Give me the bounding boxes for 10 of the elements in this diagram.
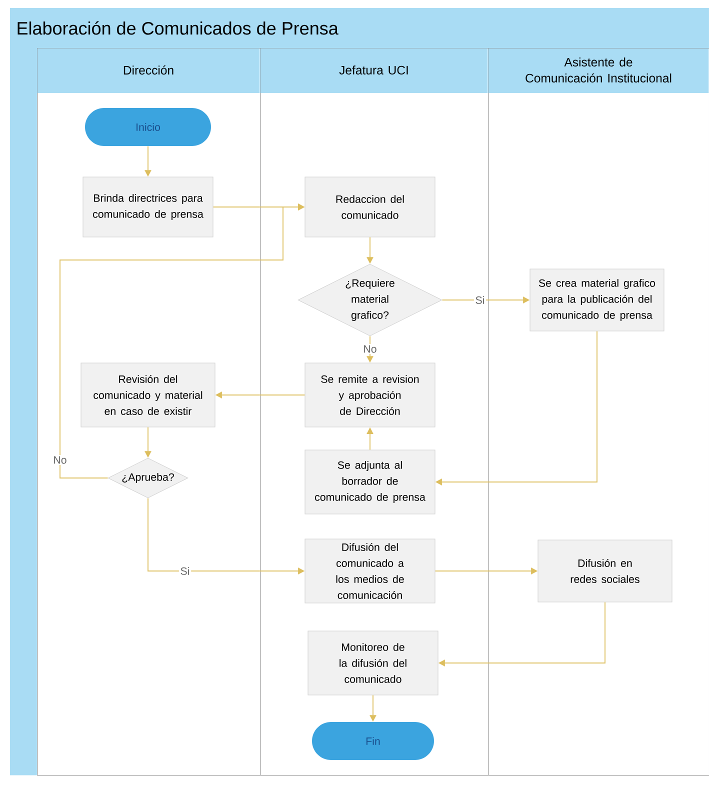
process-box: Monitoreo de la difusión del comunicado xyxy=(308,630,438,696)
process-box: Redaccion del comunicado xyxy=(304,176,436,238)
process-box: Difusión en redes sociales xyxy=(538,540,672,602)
process-box: Se remite a revision y aprobación de Dirección xyxy=(304,362,436,428)
process-box: Se adjunta al borrador de comunicado de prensa xyxy=(304,450,436,514)
node-label: Asistente de Comunicación Institucional xyxy=(526,58,672,83)
process-box: Se crea material grafico para la publicación del comunicado de prensa xyxy=(530,268,664,332)
process-box: Revisión del comunicado y material en caso de existir xyxy=(80,362,216,428)
process-box: Difusión del comunicado a los medios de comunicación xyxy=(304,538,436,604)
process-box: Brinda directrices para comunicado de prensa xyxy=(82,176,214,238)
